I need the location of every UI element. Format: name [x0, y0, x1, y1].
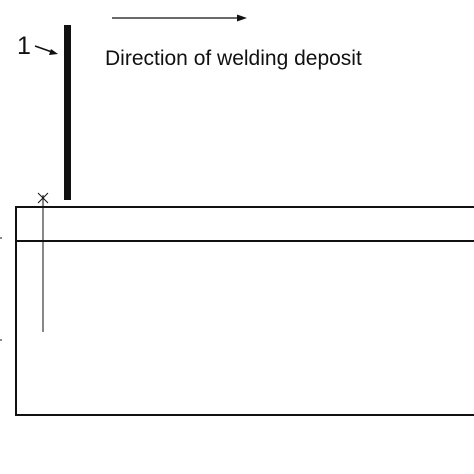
callout-leader-arrow	[34, 45, 58, 55]
callout-number-label: 1	[17, 32, 31, 60]
base-plate	[15, 206, 474, 416]
direction-arrow	[112, 14, 247, 22]
edge-ticks	[0, 237, 2, 341]
direction-caption: Direction of welding deposit	[105, 47, 362, 70]
welding-electrode	[64, 25, 71, 200]
